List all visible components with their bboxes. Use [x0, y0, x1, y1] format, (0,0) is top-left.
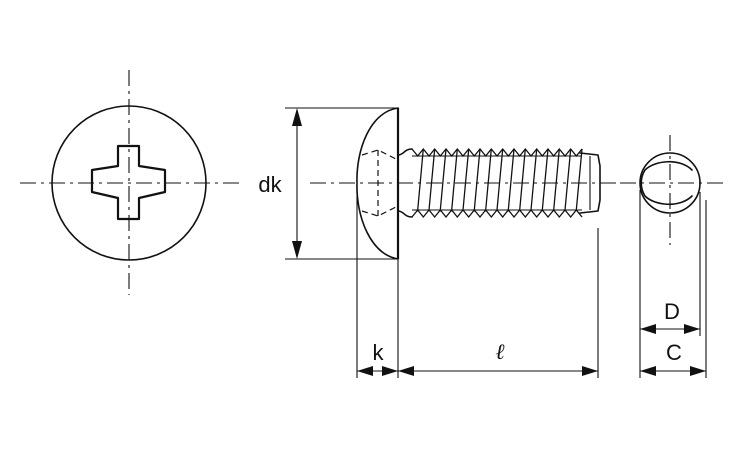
thread-helix-line: [462, 148, 470, 211]
thread-helix-line: [530, 148, 538, 211]
thread-bottom-profile: [411, 208, 583, 219]
phillips-cross-recess: [90, 144, 167, 221]
dimension-length: ℓ: [398, 228, 599, 378]
head-top-view: [20, 70, 240, 295]
thread-helix-line: [553, 148, 560, 211]
D-arrow-left: [640, 324, 656, 334]
thread-helix-line: [417, 148, 424, 211]
thread-helix-line: [564, 148, 572, 211]
thread-body: [411, 147, 583, 219]
thread-helix-line: [496, 148, 504, 211]
dk-label: dk: [258, 172, 282, 197]
length-arrow-right: [582, 366, 598, 376]
C-arrow-right: [690, 366, 706, 376]
k-arrow-left: [357, 366, 373, 376]
dimension-D: D: [639, 190, 701, 378]
thread-helix-line: [519, 148, 526, 211]
thread-helix-line: [507, 148, 515, 211]
screw-side-view: [310, 107, 620, 260]
thread-helix-line: [439, 148, 447, 211]
thread-helix-line: [473, 148, 481, 211]
length-arrow-left: [398, 366, 414, 376]
k-label: k: [373, 340, 385, 365]
thread-helix-line: [541, 148, 549, 211]
dimension-k: k: [356, 190, 399, 378]
D-label: D: [664, 299, 680, 324]
C-label: C: [666, 340, 682, 365]
dk-arrow-bottom: [292, 241, 302, 259]
thread-helix-line: [485, 148, 492, 211]
thread-helix-line: [575, 148, 583, 211]
thread-helix-line: [428, 148, 436, 211]
C-arrow-left: [640, 366, 656, 376]
thread-helix-line: [451, 148, 458, 211]
length-label: ℓ: [495, 340, 505, 365]
head-dome: [356, 107, 399, 260]
dimension-C: C: [640, 200, 707, 378]
underhead-fillet: [397, 148, 413, 218]
thread-top-profile: [411, 147, 583, 158]
dk-arrow-top: [292, 108, 302, 126]
D-arrow-right: [684, 324, 700, 334]
shank-end-view: [620, 135, 725, 245]
k-arrow-right: [382, 366, 398, 376]
dimension-dk: dk: [258, 107, 398, 260]
